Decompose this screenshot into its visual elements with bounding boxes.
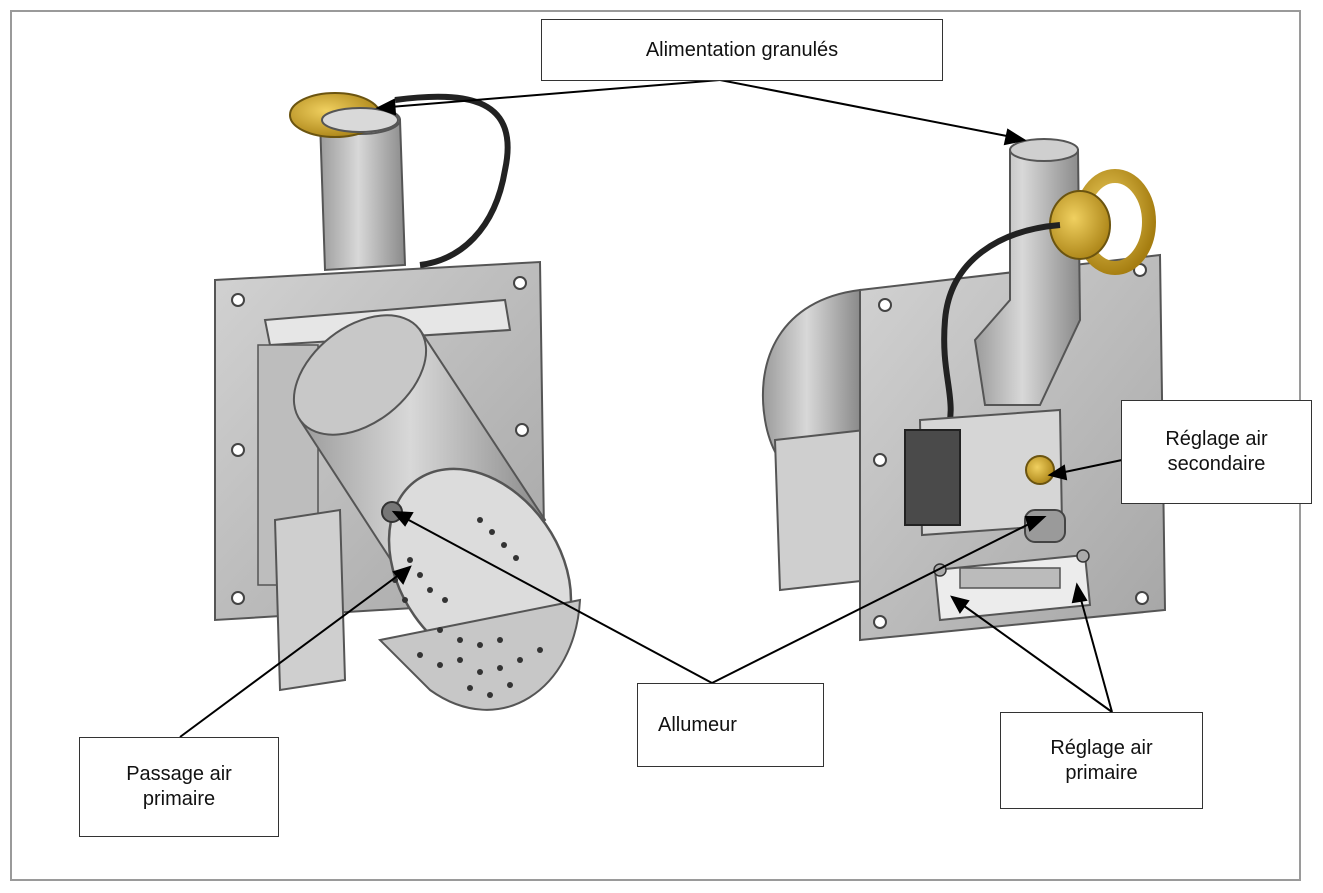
left-air-holes	[392, 517, 543, 698]
right-connector	[904, 429, 961, 526]
leader-arrows	[179, 79, 1123, 738]
right-burner	[761, 138, 1167, 642]
right-cable	[941, 222, 1061, 442]
label-alimentation-granules: Alimentation granulés	[541, 19, 943, 81]
left-cable	[394, 93, 511, 268]
label-passage-air-primaire: Passage air primaire	[79, 737, 279, 837]
left-feed-tube	[318, 119, 407, 272]
left-burner	[214, 92, 582, 711]
label-allumeur: Allumeur	[637, 683, 824, 767]
label-reglage-air-primaire: Réglage air primaire	[1000, 712, 1203, 809]
left-grate	[377, 598, 582, 711]
right-secondary-air-knob	[1025, 455, 1055, 485]
label-reglage-air-secondaire: Réglage air secondaire	[1121, 400, 1312, 504]
